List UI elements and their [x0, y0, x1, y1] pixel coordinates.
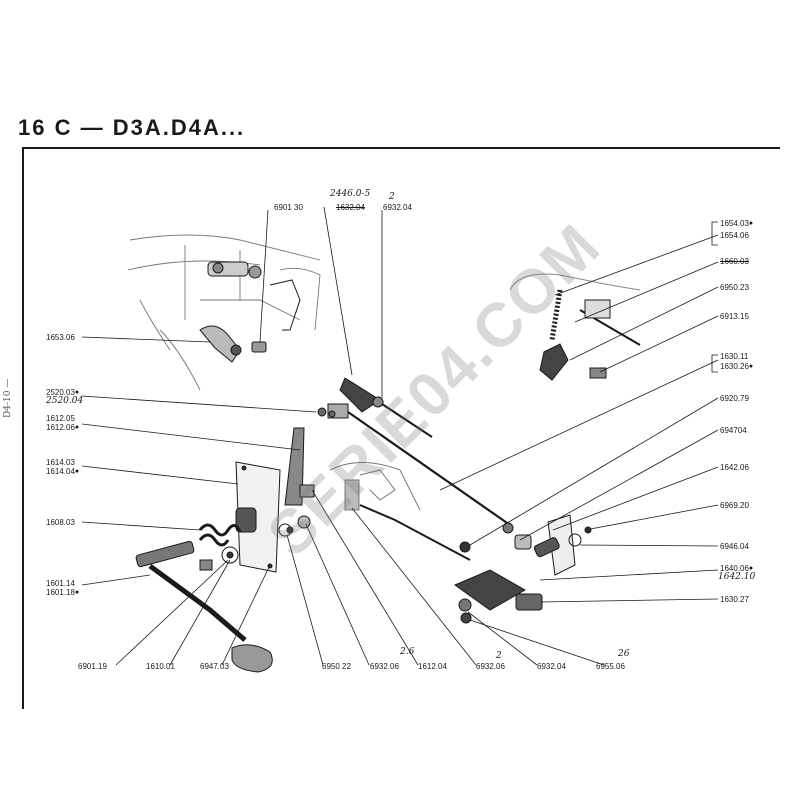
label-165403: 1654.03● — [720, 219, 754, 228]
handwritten-26: 26 — [618, 649, 630, 659]
pedal-lever — [135, 540, 273, 673]
lower-cable — [359, 504, 471, 561]
label-690130: 6901 30 — [274, 203, 303, 212]
label-161206: 1612.06● — [46, 423, 80, 432]
label-1642-handwritten: 1642.10 — [718, 572, 756, 582]
label-160114: 1601.14 — [46, 579, 75, 588]
label-166003: 1660.03 — [720, 257, 749, 266]
return-spring-assembly — [509, 273, 641, 381]
label-6955: 6955.06 — [596, 662, 625, 671]
label-161205: 1612.05 — [46, 414, 75, 423]
label-695023: 6950.23 — [720, 283, 749, 292]
label-165406: 1654.06 — [720, 231, 749, 240]
lower-right-bracket — [453, 514, 592, 624]
label-690119: 6901.19 — [78, 662, 107, 671]
label-693204-top: 6932.04 — [383, 203, 412, 212]
label-691315: 6913.15 — [720, 312, 749, 321]
middle-bracket-sketch — [329, 462, 421, 511]
handwritten-2-top: 2 — [389, 192, 395, 202]
label-693204-bottom: 6932.04 — [537, 662, 566, 671]
label-164206: 1642.06 — [720, 463, 749, 472]
label-161403: 1614.03 — [46, 458, 75, 467]
label-160118: 1601.18● — [46, 588, 80, 597]
label-696920: 6969.20 — [720, 501, 749, 510]
diagram-frame — [22, 147, 780, 709]
lever-arm-1653 — [199, 325, 267, 363]
label-2520-handwritten: 2520.04 — [46, 396, 84, 406]
label-694604: 6946.04 — [720, 542, 749, 551]
label-163011: 1630.11 — [720, 352, 749, 361]
label-694703: 6947.03 — [200, 662, 229, 671]
label-165306: 1653.06 — [46, 333, 75, 342]
label-163026: 1630.26● — [720, 362, 754, 371]
label-694704: 694704 — [720, 426, 747, 435]
main-cable — [317, 403, 532, 550]
label-161404: 1614.04● — [46, 467, 80, 476]
label-160803: 1608.03 — [46, 518, 75, 527]
label-693206: 6932.06 — [476, 662, 505, 671]
label-252003: 2520.03● — [46, 388, 80, 397]
page-title: 16 C — D3A.D4A... — [18, 115, 246, 140]
pivot-arm — [284, 427, 315, 506]
label-164006: 1640.06● — [720, 564, 754, 573]
label-163027: 1630.27 — [720, 595, 749, 604]
label-692079: 6920.79 — [720, 394, 749, 403]
washer-set — [221, 410, 336, 564]
label-2446-handwritten: 2446.0-5 — [330, 189, 371, 199]
handwritten-2-bottom: 2 — [496, 651, 502, 661]
coil-spring-1608 — [198, 523, 242, 547]
label-695022: 6950 22 — [322, 662, 351, 671]
label-163204: 1632.04 — [336, 203, 365, 212]
handwritten-26-b: 2.6 — [400, 647, 415, 657]
rod-sheath-top — [339, 377, 433, 438]
leader-lines — [81, 206, 719, 666]
pedal-mount-plate — [235, 461, 281, 573]
label-161001: 1610.01 — [146, 662, 175, 671]
upper-bracket-assembly — [207, 261, 301, 331]
label-6932-bottom: 6932.06 — [370, 662, 399, 671]
label-161204-bottom: 1612.04 — [418, 662, 447, 671]
car-body-sketch — [127, 234, 321, 391]
